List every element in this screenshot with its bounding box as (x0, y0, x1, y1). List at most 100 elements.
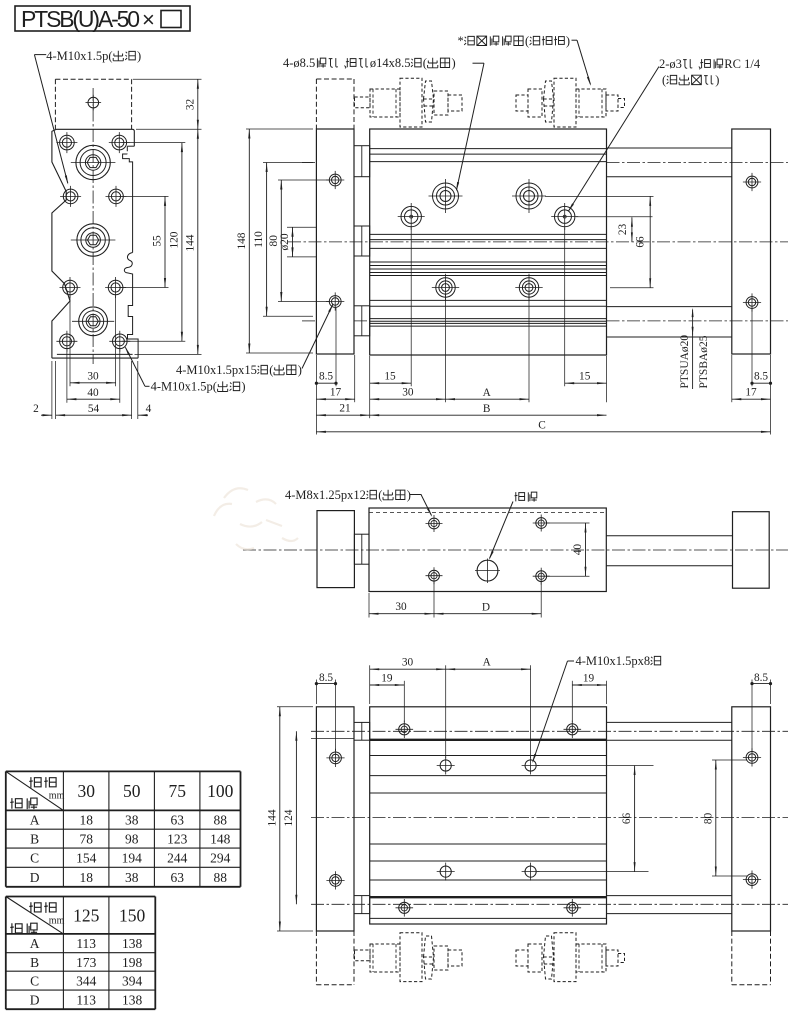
svg-text:4-M10x1.5p(: 4-M10x1.5p( (46, 49, 112, 63)
svg-text:154: 154 (76, 851, 97, 866)
svg-text:15: 15 (384, 371, 396, 383)
svg-text:C: C (30, 851, 39, 866)
svg-text:63: 63 (170, 870, 184, 885)
svg-text:(: ( (662, 73, 666, 87)
svg-text:(: ( (525, 34, 529, 48)
svg-text:×: × (142, 7, 155, 32)
svg-text:344: 344 (76, 974, 97, 989)
svg-text:244: 244 (167, 851, 188, 866)
svg-text:198: 198 (122, 955, 143, 970)
svg-text:194: 194 (122, 851, 143, 866)
svg-text:8.5: 8.5 (319, 672, 333, 684)
svg-text:123: 123 (167, 832, 188, 847)
svg-text:15: 15 (579, 371, 591, 383)
svg-text:2-ø3: 2-ø3 (659, 57, 682, 71)
svg-text:294: 294 (210, 851, 231, 866)
svg-text:B: B (30, 832, 39, 847)
svg-text:98: 98 (125, 832, 139, 847)
svg-text:ø20: ø20 (279, 233, 291, 250)
svg-text:17: 17 (745, 387, 757, 399)
svg-text:C: C (30, 974, 39, 989)
svg-text:): ) (715, 73, 719, 87)
svg-text:80: 80 (268, 235, 280, 247)
svg-text:54: 54 (88, 403, 100, 415)
svg-text:38: 38 (125, 813, 139, 828)
svg-text:PTSB(U)A-50: PTSB(U)A-50 (21, 6, 140, 32)
svg-text:D: D (30, 993, 40, 1008)
svg-text:(: ( (423, 56, 427, 70)
svg-text:21: 21 (339, 403, 350, 415)
svg-text:88: 88 (213, 813, 227, 828)
svg-text:8.5: 8.5 (754, 672, 768, 684)
svg-text:150: 150 (119, 905, 146, 925)
svg-text:19: 19 (381, 672, 393, 684)
svg-text:30: 30 (87, 371, 99, 383)
svg-text:66: 66 (635, 236, 647, 248)
svg-text:63: 63 (170, 813, 184, 828)
svg-text:A: A (30, 813, 40, 828)
svg-text:4: 4 (146, 403, 152, 415)
svg-text:A: A (483, 387, 492, 399)
svg-text:148: 148 (236, 232, 248, 249)
svg-text:(: ( (269, 363, 273, 377)
svg-text:113: 113 (76, 936, 96, 951)
svg-text:78: 78 (79, 832, 93, 847)
svg-text:113: 113 (76, 993, 96, 1008)
svg-text:): ) (407, 488, 411, 502)
svg-text:125: 125 (73, 905, 100, 925)
svg-text:): ) (452, 56, 456, 70)
svg-text:38: 38 (125, 870, 139, 885)
svg-text:ø14x8.5: ø14x8.5 (370, 56, 411, 70)
svg-text:A: A (30, 936, 40, 951)
svg-text:*: * (458, 34, 464, 48)
svg-text:A: A (483, 657, 492, 669)
svg-text:19: 19 (583, 672, 595, 684)
svg-text:80: 80 (702, 813, 714, 825)
svg-text:D: D (482, 602, 490, 614)
svg-text:4-M10x1.5px15: 4-M10x1.5px15 (176, 363, 257, 377)
svg-text:8.5: 8.5 (319, 371, 333, 383)
svg-text:100: 100 (207, 781, 234, 801)
svg-text:18: 18 (79, 870, 93, 885)
svg-text:110: 110 (253, 231, 265, 248)
svg-text:394: 394 (122, 974, 143, 989)
svg-text:148: 148 (210, 832, 231, 847)
svg-text:40: 40 (572, 544, 584, 556)
svg-text:4-M10x1.5p(: 4-M10x1.5p( (151, 380, 217, 394)
svg-text:30: 30 (402, 387, 414, 399)
svg-text:138: 138 (122, 993, 143, 1008)
svg-text:2: 2 (33, 403, 39, 415)
svg-text:30: 30 (402, 657, 414, 669)
svg-text:PTSBAø25: PTSBAø25 (698, 335, 710, 388)
svg-text:30: 30 (77, 781, 95, 801)
svg-text:4-M10x1.5px8: 4-M10x1.5px8 (576, 654, 651, 668)
svg-text:(: ( (378, 488, 382, 502)
svg-text:50: 50 (123, 781, 141, 801)
svg-text:88: 88 (213, 870, 227, 885)
svg-text:144: 144 (266, 809, 278, 826)
svg-text:40: 40 (87, 387, 99, 399)
svg-text:C: C (538, 420, 546, 432)
svg-text:4-ø8.5: 4-ø8.5 (283, 56, 315, 70)
svg-text:B: B (30, 955, 39, 970)
svg-text:): ) (241, 380, 245, 394)
svg-text:): ) (566, 34, 570, 48)
svg-text:32: 32 (185, 99, 197, 111)
svg-text:55: 55 (152, 235, 164, 247)
svg-text:mm: mm (49, 916, 65, 927)
svg-text:18: 18 (79, 813, 93, 828)
svg-text:66: 66 (621, 813, 633, 825)
svg-text:): ) (298, 363, 302, 377)
svg-text:B: B (483, 403, 491, 415)
svg-text:138: 138 (122, 936, 143, 951)
svg-text:PTSUAø20: PTSUAø20 (679, 335, 691, 389)
svg-text:4-M8x1.25px12: 4-M8x1.25px12 (285, 488, 366, 502)
svg-text:173: 173 (76, 955, 97, 970)
svg-text:120: 120 (169, 231, 181, 248)
svg-text:23: 23 (617, 224, 629, 236)
svg-text:mm: mm (49, 790, 65, 801)
svg-text:D: D (30, 870, 40, 885)
svg-text:8.5: 8.5 (754, 371, 768, 383)
svg-text:17: 17 (330, 387, 342, 399)
svg-text:144: 144 (185, 234, 197, 251)
